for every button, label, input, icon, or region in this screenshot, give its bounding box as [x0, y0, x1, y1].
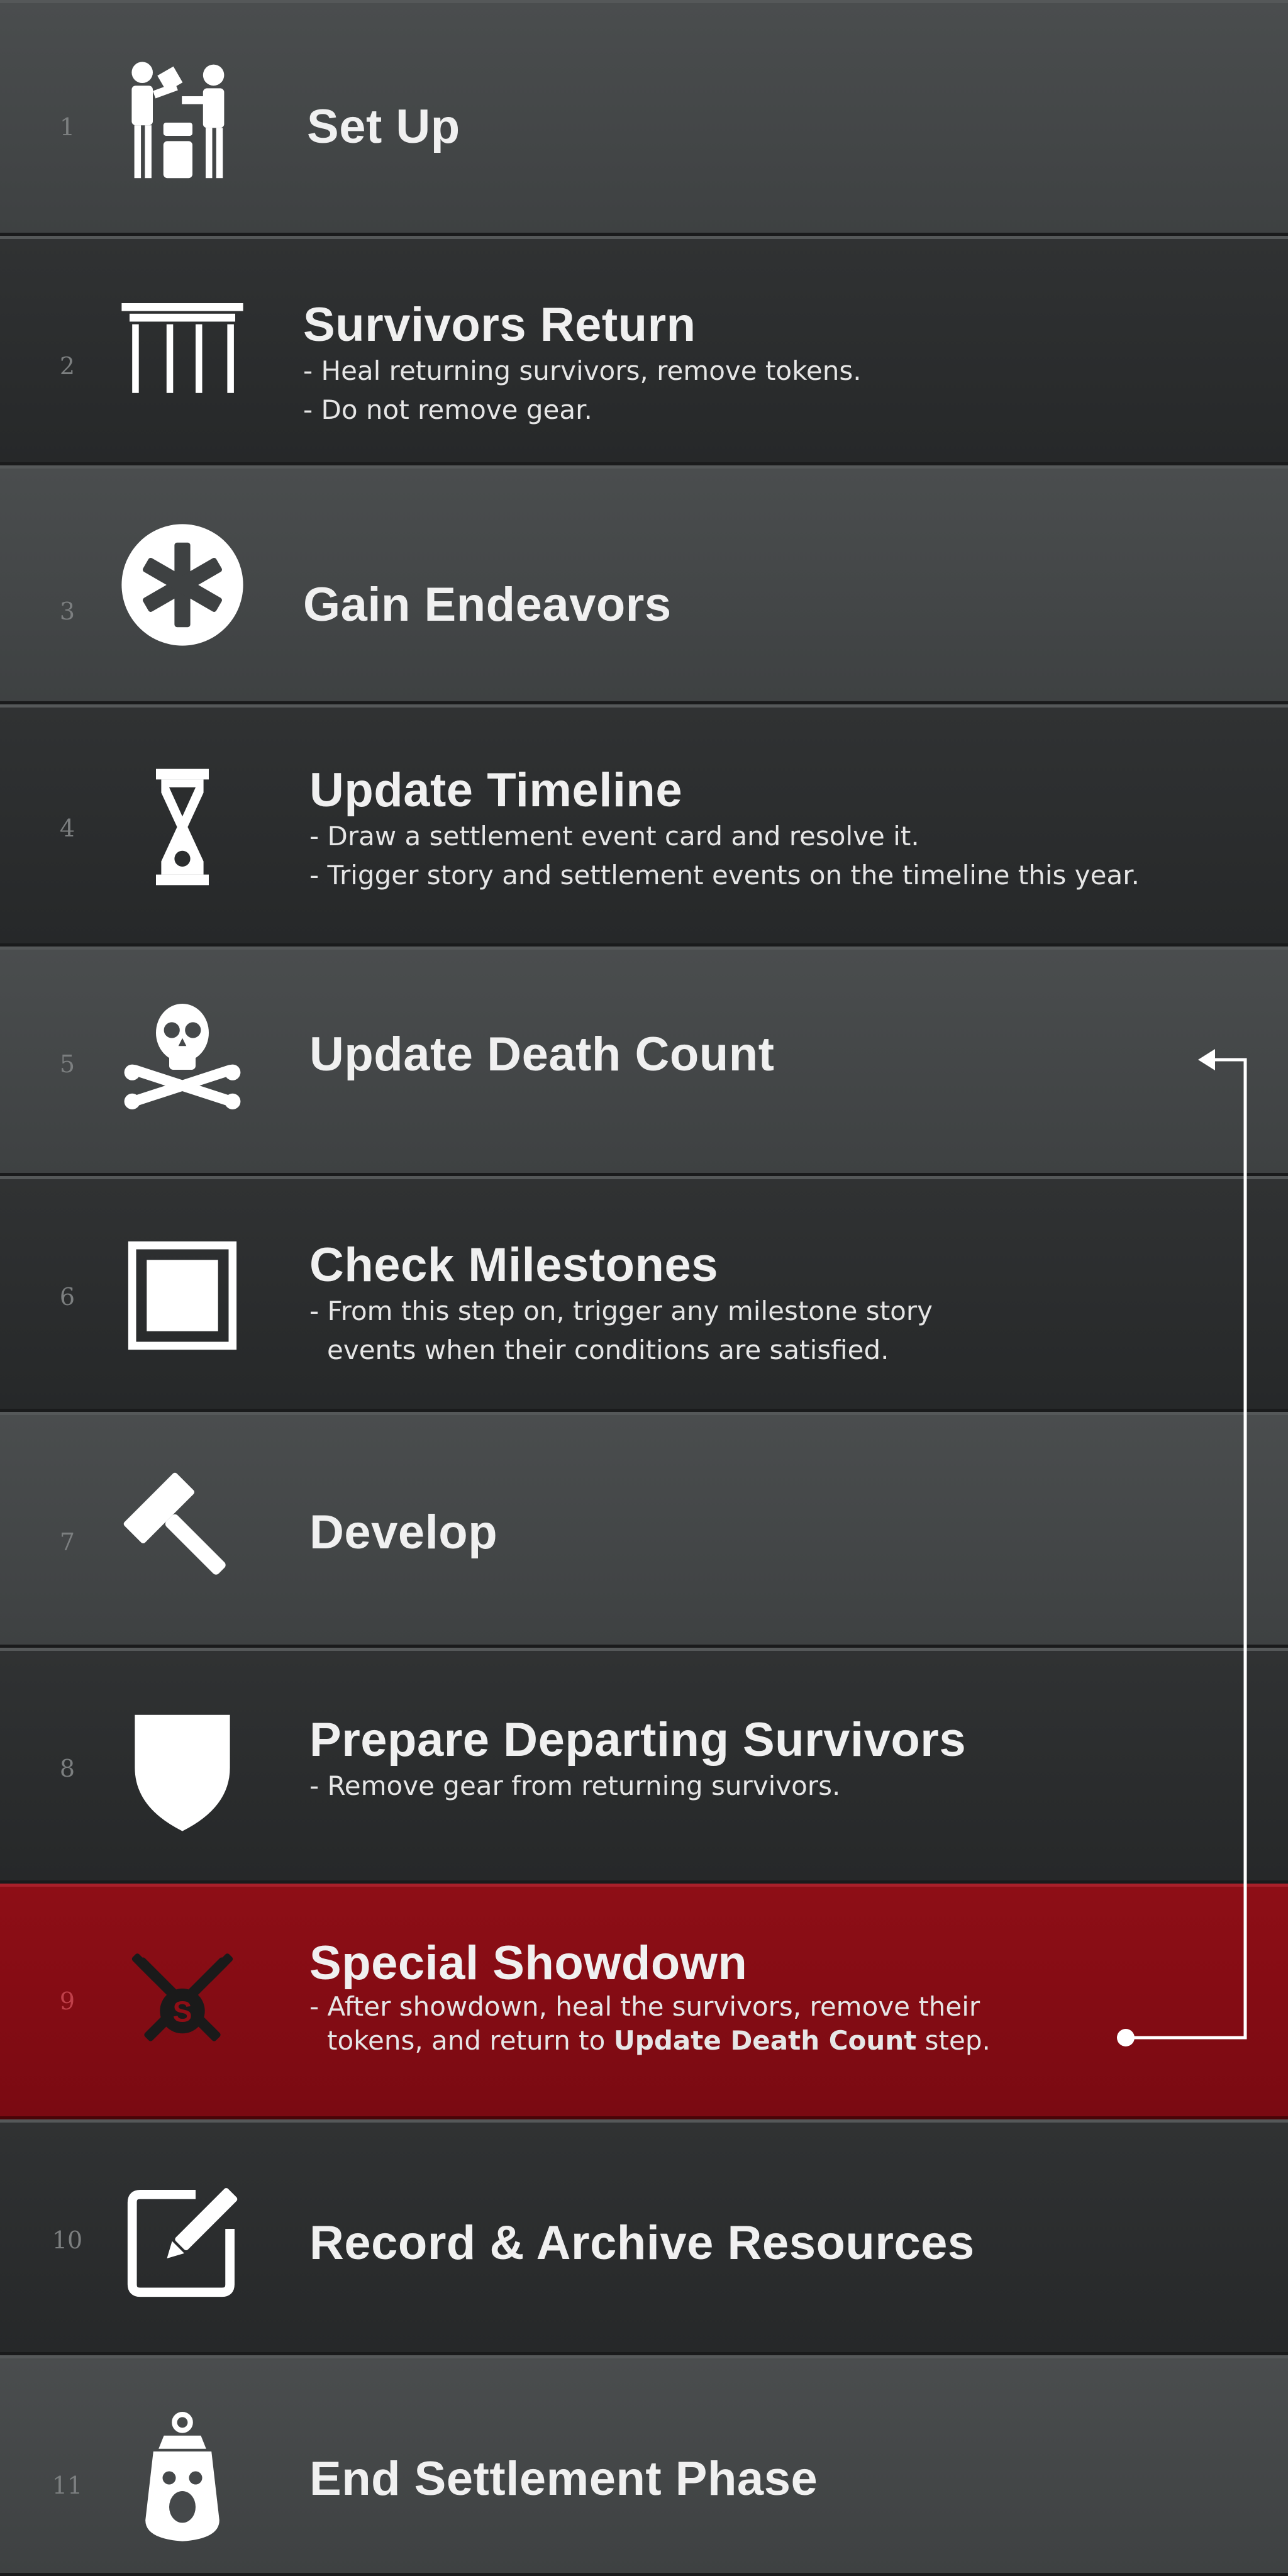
- step-detail-line: - Heal returning survivors, remove token…: [303, 355, 862, 386]
- hammer-icon: [116, 1465, 248, 1597]
- shield-icon: [116, 1704, 248, 1836]
- hourglass-icon: [116, 761, 248, 893]
- step-set-up: 1 Set Up: [0, 0, 1288, 236]
- svg-text:S: S: [173, 1995, 192, 2028]
- step-title: Record & Archive Resources: [309, 2216, 975, 2270]
- gate-icon: [116, 277, 248, 409]
- step-text: End Settlement Phase: [309, 2453, 1250, 2506]
- step-number: 1: [59, 113, 75, 141]
- step-detail-line: tokens, and return to Update Death Count…: [309, 2024, 1099, 2058]
- step-check-milestones: 6 Check Milestones - From this step on, …: [0, 1176, 1288, 1412]
- lantern-icon: [116, 2412, 248, 2544]
- step-text: Record & Archive Resources: [309, 2217, 1250, 2270]
- step-number: 9: [59, 1987, 75, 2015]
- step-text: Gain Endeavors: [303, 579, 1250, 631]
- detail-emphasis: Update Death Count: [613, 2025, 917, 2056]
- step-title: Develop: [309, 1506, 498, 1559]
- step-number: 7: [59, 1528, 75, 1556]
- two-figures-icon: [113, 57, 245, 189]
- step-special-showdown: 9 S Special Showdown - After showdown, h…: [0, 1884, 1288, 2119]
- detail-text: tokens, and return to: [327, 2025, 614, 2056]
- step-survivors-return: 2 Survivors Return - Heal returning surv…: [0, 236, 1288, 465]
- step-record-archive-resources: 10 Record & Archive Resources: [0, 2119, 1288, 2355]
- step-title: Prepare Departing Survivors: [309, 1713, 967, 1767]
- step-update-death-count: 5 Update Death Count: [0, 947, 1288, 1176]
- step-update-timeline: 4 Update Timeline - Draw a settlement ev…: [0, 704, 1288, 947]
- step-detail-line: events when their conditions are satisfi…: [327, 1335, 889, 1365]
- step-text: Update Death Count: [309, 1028, 1250, 1081]
- step-detail-line: - From this step on, trigger any milesto…: [309, 1296, 933, 1326]
- step-title: Update Death Count: [309, 1028, 775, 1081]
- step-text: Survivors Return - Heal returning surviv…: [303, 299, 1250, 430]
- step-number: 3: [59, 597, 75, 625]
- skull-crossbones-icon: [116, 991, 248, 1123]
- edit-pencil-icon: [116, 2176, 248, 2308]
- step-text: Check Milestones - From this step on, tr…: [309, 1239, 1250, 1370]
- step-number: 2: [59, 352, 75, 380]
- step-text: Update Timeline - Draw a settlement even…: [309, 764, 1250, 895]
- step-title: Gain Endeavors: [303, 578, 672, 631]
- step-detail-line: - Do not remove gear.: [303, 394, 592, 425]
- step-title: Special Showdown: [309, 1936, 748, 1990]
- step-title: Set Up: [307, 100, 460, 153]
- step-detail-line: - Draw a settlement event card and resol…: [309, 821, 919, 852]
- detail-text: step.: [916, 2025, 991, 2056]
- square-checkbox-icon: [116, 1230, 248, 1362]
- step-number: 6: [59, 1283, 75, 1311]
- step-title: Update Timeline: [309, 763, 683, 817]
- step-title: End Settlement Phase: [309, 2452, 818, 2506]
- step-text: Set Up: [307, 101, 1250, 153]
- step-end-settlement-phase: 11 End Settlement Phase: [0, 2355, 1288, 2576]
- step-title: Check Milestones: [309, 1238, 718, 1292]
- step-detail-line: - Remove gear from returning survivors.: [309, 1770, 841, 1801]
- step-number: 11: [52, 2472, 83, 2499]
- step-prepare-departing-survivors: 8 Prepare Departing Survivors - Remove g…: [0, 1648, 1288, 1884]
- step-number: 5: [59, 1050, 75, 1078]
- step-number: 8: [59, 1755, 75, 1782]
- step-gain-endeavors: 3 Gain Endeavors: [0, 465, 1288, 704]
- step-develop: 7 Develop: [0, 1412, 1288, 1648]
- step-text: Prepare Departing Survivors - Remove gea…: [309, 1714, 1250, 1806]
- step-text: Develop: [309, 1506, 1250, 1559]
- crossed-swords-s-icon: S: [116, 1937, 248, 2069]
- step-detail-line: - Trigger story and settlement events on…: [309, 860, 1140, 891]
- step-number: 4: [59, 814, 75, 842]
- step-number: 10: [52, 2226, 83, 2254]
- step-text: Special Showdown - After showdown, heal …: [309, 1937, 1099, 2058]
- step-detail-line: - After showdown, heal the survivors, re…: [309, 1991, 980, 2022]
- step-title: Survivors Return: [303, 298, 696, 352]
- endeavor-asterisk-icon: [116, 519, 248, 651]
